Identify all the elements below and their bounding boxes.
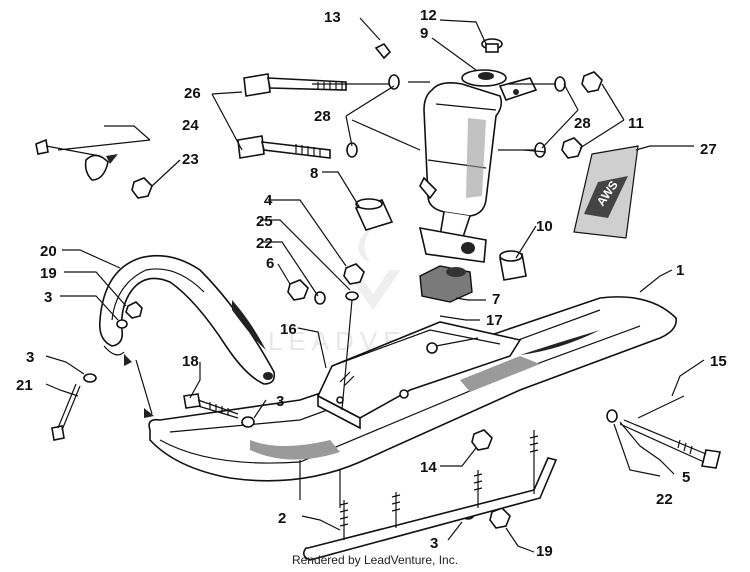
nut-23 [131,177,153,199]
ski-saddle-bracket [316,321,522,430]
callout-17: 17 [486,312,503,329]
callout-3-a: 3 [44,289,52,306]
nut-19-upper [125,301,143,319]
washer-3-upper [116,319,128,329]
nut-4 [343,263,365,285]
callouts: 1 2 3 3 3 3 4 5 6 7 8 9 10 11 12 13 14 1… [16,7,727,560]
bushing-10 [499,250,527,281]
callout-22-b: 22 [656,491,673,508]
bushing-8 [354,198,394,231]
shock-absorber [418,69,538,263]
leader-lines [45,17,705,553]
callout-3-d: 3 [430,535,438,552]
callout-1: 1 [676,262,684,279]
callout-6: 6 [266,255,274,272]
callout-11: 11 [628,115,644,132]
callout-28-b: 28 [574,115,591,132]
washer-22-right [606,409,618,423]
callout-10: 10 [536,218,553,235]
spacer-body [485,43,499,53]
callout-12: 12 [420,7,437,24]
callout-3-c: 3 [276,393,284,410]
bolt-24 [35,138,109,181]
nut-6 [287,279,309,301]
callout-3-b: 3 [26,349,34,366]
callout-16: 16 [280,321,297,338]
callout-14: 14 [420,459,437,476]
block-7 [419,265,473,303]
callout-23: 23 [182,151,199,168]
arrow-indicator-24 [106,154,118,164]
bolt-5 [619,419,721,469]
callout-26: 26 [184,85,201,102]
callout-4: 4 [264,192,273,209]
arrow-indicator-18 [144,408,154,418]
callout-15: 15 [710,353,727,370]
ski-handle [98,254,276,385]
callout-18: 18 [182,353,199,370]
bolt-26-upper [243,73,347,97]
bolt-21 [51,383,81,441]
callout-7: 7 [492,291,500,308]
grease-fitting [374,42,392,60]
washer-3-mid [241,416,255,428]
decal: AWS [573,145,639,239]
arrow-indicator-20 [124,354,132,366]
washer-25 [345,291,359,301]
washer-28-right-upper [554,76,566,92]
callout-2: 2 [278,510,286,527]
callout-22-a: 22 [256,235,273,252]
washer-28-upper [388,74,400,90]
callout-5: 5 [682,469,690,486]
callout-19-b: 19 [536,543,553,560]
nut-11-upper [581,71,603,93]
callout-28-a: 28 [314,108,331,125]
footer-credit: Rendered by LeadVenture, Inc. [291,553,459,567]
callout-24: 24 [182,117,199,134]
bolt-26-lower [237,135,331,159]
callout-8: 8 [310,165,318,182]
callout-25: 25 [256,213,273,230]
bolt-18 [183,393,239,419]
washer-28-right-lower [534,142,546,158]
callout-21: 21 [16,377,33,394]
callout-19-a: 19 [40,265,57,282]
callout-9: 9 [420,25,428,42]
wear-bar [302,430,558,561]
callout-13: 13 [324,9,341,26]
callout-27: 27 [700,141,717,158]
nut-14 [471,429,493,451]
washer-3-left [83,373,97,383]
cotter-pin [637,395,685,419]
callout-20: 20 [40,243,57,260]
nut-11-lower [561,137,583,159]
